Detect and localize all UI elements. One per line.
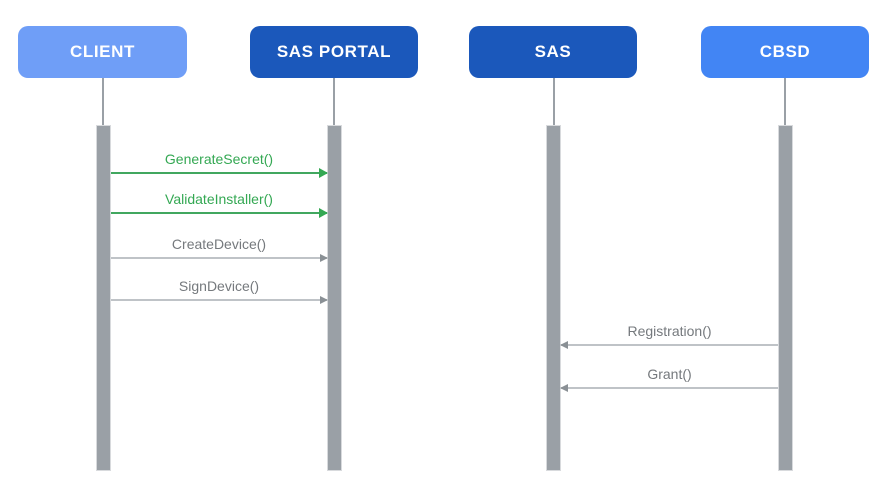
- lifeline-sas-portal: [333, 78, 335, 126]
- message-line: [560, 341, 778, 349]
- message-label: Grant(): [647, 366, 692, 382]
- message-validate-installer: ValidateInstaller(): [111, 186, 328, 218]
- message-grant: Grant(): [560, 361, 778, 392]
- message-sign-device: SignDevice(): [111, 273, 328, 304]
- message-label: Registration(): [627, 323, 712, 339]
- message-label: ValidateInstaller(): [165, 191, 273, 207]
- activation-bar-client: [96, 125, 111, 471]
- message-line: [111, 254, 328, 262]
- message-line: [111, 168, 328, 178]
- message-label: CreateDevice(): [171, 236, 267, 252]
- arrow-left-icon: [560, 384, 568, 392]
- message-create-device: CreateDevice(): [111, 231, 328, 262]
- arrow-right-icon: [319, 168, 328, 178]
- arrow-right-icon: [319, 208, 328, 218]
- message-line: [111, 208, 328, 218]
- actor-box-sas-portal: SAS PORTAL: [250, 26, 418, 78]
- activation-bar-sas-portal: [327, 125, 342, 471]
- message-label: GenerateSecret(): [164, 151, 274, 167]
- actor-box-sas: SAS: [469, 26, 637, 78]
- arrow-left-icon: [560, 341, 568, 349]
- lifeline-client: [102, 78, 104, 126]
- actor-box-cbsd: CBSD: [701, 26, 869, 78]
- lifeline-sas: [553, 78, 555, 126]
- arrow-right-icon: [320, 296, 328, 304]
- message-generate-secret: GenerateSecret(): [111, 146, 328, 178]
- lifeline-cbsd: [784, 78, 786, 126]
- message-registration: Registration(): [560, 318, 778, 349]
- message-label: SignDevice(): [178, 278, 260, 294]
- arrow-right-icon: [320, 254, 328, 262]
- actor-box-client: CLIENT: [18, 26, 187, 78]
- message-line: [560, 384, 778, 392]
- activation-bar-cbsd: [778, 125, 793, 471]
- activation-bar-sas: [546, 125, 561, 471]
- message-line: [111, 296, 328, 304]
